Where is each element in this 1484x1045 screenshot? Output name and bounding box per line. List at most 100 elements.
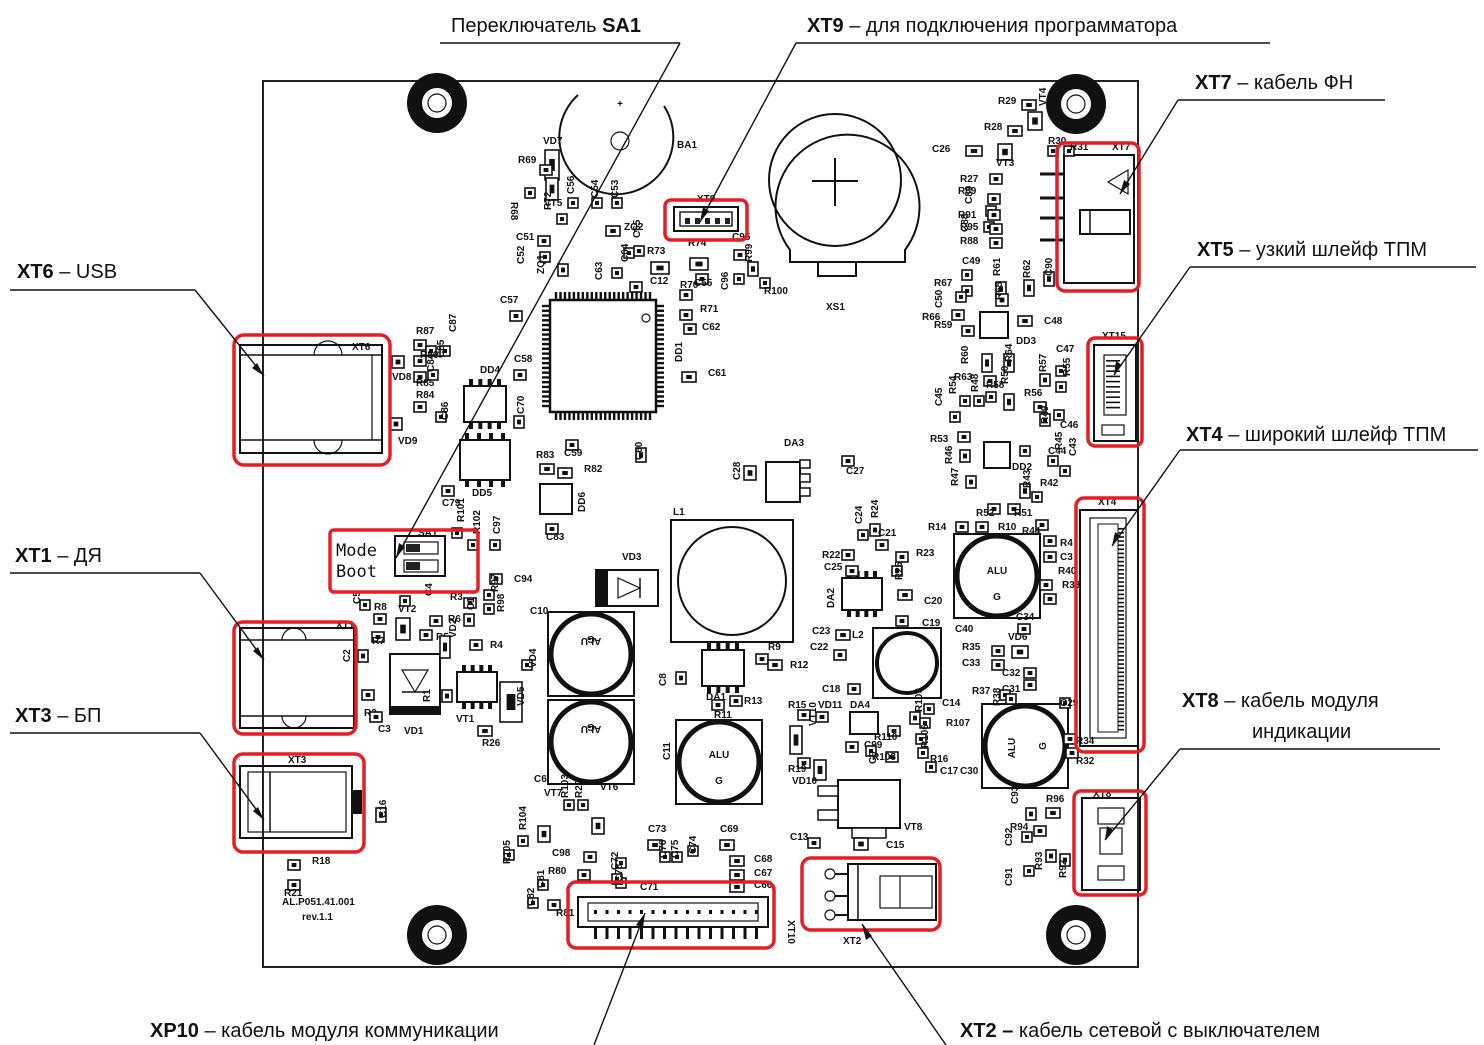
- smd-core: [541, 830, 547, 838]
- smd-core: [1009, 697, 1013, 701]
- chip-leg: [497, 379, 501, 386]
- ref-c92: C92: [1004, 827, 1015, 846]
- smd-core: [793, 734, 799, 746]
- connector-xt1: XT1: [239, 620, 355, 729]
- smd-c70: C70: [513, 395, 527, 429]
- smd-core: [861, 533, 865, 537]
- ref-r106: R106: [920, 724, 931, 748]
- ref-r26: R26: [482, 738, 501, 749]
- smd-core: [482, 729, 488, 733]
- smd-core: [977, 399, 981, 403]
- connector-xt6: XT6: [239, 340, 383, 455]
- mcu-pin: [656, 333, 664, 336]
- ref-c15: C15: [886, 840, 905, 851]
- smd-core: [1047, 539, 1053, 543]
- mcu-pin: [656, 380, 664, 384]
- ref-c32: C32: [1002, 668, 1021, 679]
- mcu-pin: [563, 412, 567, 420]
- mcu-pin: [608, 412, 611, 420]
- connector-pin: [640, 927, 643, 939]
- chip-leg: [501, 480, 505, 487]
- ref-c8: C8: [658, 673, 669, 686]
- smd-core: [377, 617, 383, 621]
- connector-pin: [1118, 593, 1124, 596]
- highlight-xt9: [663, 198, 749, 242]
- mcu-pin: [599, 412, 602, 420]
- connector-pin: [686, 927, 689, 939]
- ref-dd6: DD6: [577, 492, 588, 512]
- connector-pin: [1118, 614, 1124, 616]
- ref-c33: C33: [962, 658, 981, 669]
- smd-r82: R82: [557, 464, 603, 479]
- smd-c51: C51: [516, 232, 551, 247]
- ref-xt2: XT2: [843, 936, 862, 947]
- smd-c65: C65: [632, 219, 645, 257]
- chip-leg: [735, 643, 739, 650]
- mcu-pin: [656, 319, 664, 322]
- ref-zq2: ZQ2: [624, 222, 644, 233]
- ref-r60: R60: [960, 345, 971, 364]
- ref-r62: R62: [1022, 259, 1033, 278]
- mcu-pin: [644, 292, 647, 300]
- connector-pin: [1106, 360, 1120, 362]
- ref-vt4: VT4: [1038, 87, 1049, 106]
- mcu-pin: [542, 357, 550, 360]
- ref-c30: C30: [960, 766, 979, 777]
- ref-r64: R64: [1004, 343, 1015, 362]
- arrowheads: [252, 180, 1130, 940]
- ref-c48: C48: [1044, 316, 1063, 327]
- smd-core: [987, 379, 993, 383]
- smd-core: [551, 903, 557, 907]
- mcu-pin: [656, 342, 664, 346]
- smd-r27: R27: [960, 173, 1003, 185]
- board-revision: rev.1.1: [302, 912, 333, 923]
- mcu-pin: [542, 404, 550, 408]
- ref-c64: C64: [620, 243, 631, 262]
- smd-core: [686, 375, 692, 379]
- smd-r105: R105: [502, 840, 515, 864]
- mounting-hole-top-right: [1046, 74, 1106, 134]
- smd-r108: R108: [872, 751, 899, 763]
- capacitor-c6: ALU G C6: [534, 699, 635, 785]
- smd-r56: R56: [1024, 388, 1047, 413]
- smd-core: [615, 201, 619, 205]
- ref-r109: R109: [914, 688, 925, 712]
- ref-c83: C83: [546, 532, 565, 543]
- smd-core: [849, 745, 855, 749]
- smd-c28: C28: [732, 461, 757, 481]
- mcu-pin: [635, 412, 638, 420]
- smd-core: [817, 766, 823, 774]
- smd-c69: C69: [719, 824, 739, 851]
- ref-c95: C95: [732, 232, 751, 243]
- smd-c92: C92: [1004, 827, 1033, 846]
- ref-vd1: VD1: [404, 726, 424, 737]
- ref-r51: R51: [1014, 508, 1033, 519]
- chip-leg: [479, 702, 484, 709]
- mcu-pin: [656, 400, 664, 403]
- ref-c96: C96: [720, 271, 731, 290]
- ref-r54: R54: [948, 375, 959, 394]
- smd-core: [763, 281, 767, 285]
- connector-pin: [1106, 375, 1120, 378]
- smd-core: [544, 467, 550, 471]
- ref-r88: R88: [960, 236, 979, 247]
- connector-pin: [674, 927, 678, 939]
- mcu-pin: [572, 412, 576, 420]
- capacitor-c11: ALU G C11: [662, 719, 763, 805]
- ref-vt5: VT5: [544, 198, 563, 209]
- smd-core: [581, 803, 585, 807]
- ref-zq1: ZQ1: [536, 254, 547, 274]
- smd-core: [445, 693, 449, 699]
- chip-leg: [847, 610, 851, 617]
- smd-vd4: VD4: [521, 648, 539, 671]
- smd-c22: C22: [810, 642, 847, 661]
- smd-core: [687, 327, 693, 331]
- svg-text:G: G: [993, 592, 1001, 603]
- ref-c21: C21: [878, 528, 897, 539]
- mcu-pin: [630, 412, 634, 420]
- part-number: AL.P051.41.001: [282, 897, 355, 908]
- ref-c53: C53: [610, 179, 621, 198]
- smd-c56: C56: [566, 175, 579, 209]
- smd-core: [965, 273, 969, 277]
- smd-core: [675, 855, 679, 859]
